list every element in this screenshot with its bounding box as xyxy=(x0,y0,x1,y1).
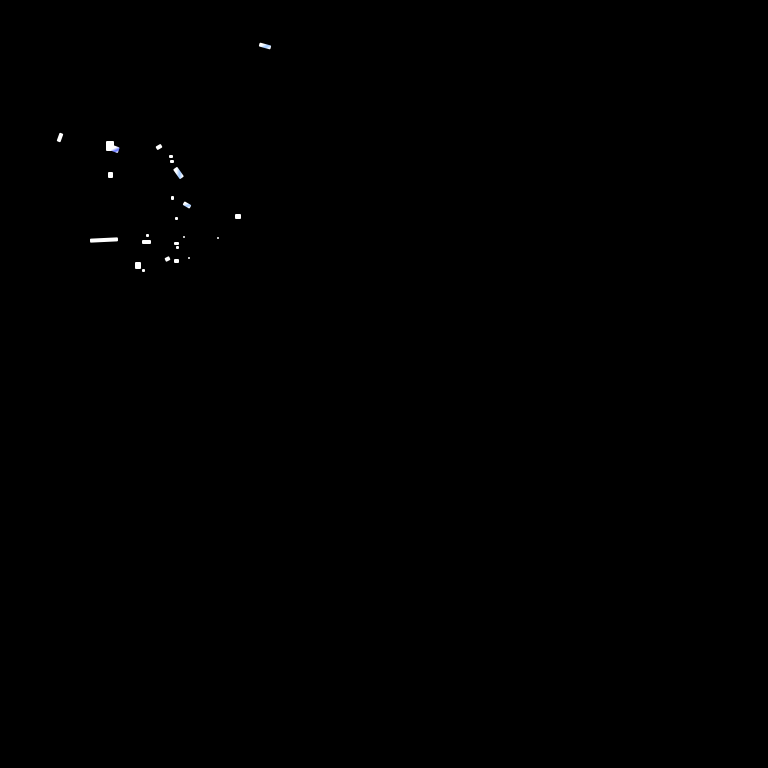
bright-speck xyxy=(171,196,174,200)
bright-speck xyxy=(89,237,119,243)
bright-speck xyxy=(155,143,163,151)
bright-speck xyxy=(174,259,179,263)
bright-speck xyxy=(182,201,192,209)
bright-speck xyxy=(110,144,120,154)
bright-speck xyxy=(169,155,173,158)
bright-speck xyxy=(135,262,141,269)
bright-speck xyxy=(188,257,190,259)
bright-speck xyxy=(175,217,178,220)
bright-speck xyxy=(164,256,171,262)
bright-speck xyxy=(56,132,64,143)
bright-speck xyxy=(217,237,219,239)
bright-speck xyxy=(235,214,241,219)
bright-speck xyxy=(142,240,151,244)
bright-speck xyxy=(106,141,114,151)
bright-speck xyxy=(183,236,185,238)
bright-speck xyxy=(142,269,145,272)
bright-speck xyxy=(170,160,174,163)
bright-speck xyxy=(146,234,149,237)
bright-speck xyxy=(258,42,272,50)
bright-speck xyxy=(173,166,184,180)
bright-speck xyxy=(174,242,179,245)
bright-speck xyxy=(108,172,113,178)
bright-speck xyxy=(176,246,179,249)
